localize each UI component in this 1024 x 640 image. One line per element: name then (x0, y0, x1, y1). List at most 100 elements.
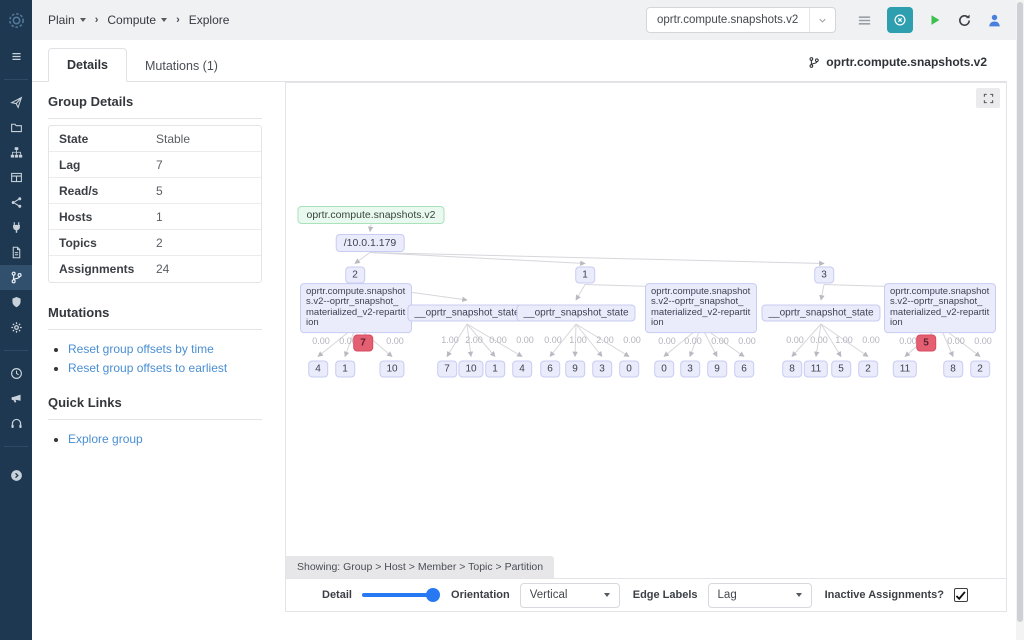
tree-node-topic-t5[interactable]: __oprtr_snapshot_state (761, 304, 881, 322)
tree-node-topic-wide-t4[interactable]: oprtr.compute.snapshots.v2--oprtr_snapsh… (645, 283, 757, 333)
tree-node-partition-pa2[interactable]: 1 (335, 360, 355, 378)
edge-labels-select[interactable]: Lag (707, 582, 812, 608)
tree-node-partition-pe3[interactable]: 5 (831, 360, 851, 378)
sidebar-item-gear[interactable] (0, 315, 32, 340)
edge-label: 1.00 (835, 335, 853, 346)
edge-label: 0.00 (544, 335, 562, 346)
tree-canvas[interactable]: oprtr.compute.snapshots.v2/10.0.1.179 2 1 3… (286, 83, 1006, 578)
tree-node-partition-pc3[interactable]: 3 (592, 360, 612, 378)
tab-mutations-1[interactable]: Mutations (1) (145, 59, 218, 73)
tree-node-partition-lag-pa3[interactable]: 7 (353, 334, 373, 352)
tree-node-partition-pf4[interactable]: 2 (970, 360, 990, 378)
cluster-select-value: oprtr.compute.snapshots.v2 (657, 14, 799, 26)
tree-node-partition-pa1[interactable]: 4 (308, 360, 328, 378)
sidebar-item-plug[interactable] (0, 215, 32, 240)
tree-node-partition-pe4[interactable]: 2 (858, 360, 878, 378)
folder-icon (10, 121, 23, 134)
play-icon[interactable] (928, 13, 942, 27)
tree-node-group-group[interactable]: oprtr.compute.snapshots.v2 (297, 206, 445, 224)
tree-node-partition-pb2[interactable]: 10 (458, 360, 484, 378)
edge-label: 0.00 (623, 335, 641, 346)
refresh-icon[interactable] (957, 13, 972, 28)
sidebar-item-headphones[interactable] (0, 411, 32, 436)
sidebar-item-clock[interactable] (0, 361, 32, 386)
tree-node-partition-pd3[interactable]: 9 (707, 360, 727, 378)
tree-node-partition-pf3[interactable]: 8 (943, 360, 963, 378)
tree-node-host-host[interactable]: /10.0.1.179 (335, 234, 405, 252)
tree-node-topic-wide-t6[interactable]: oprtr.compute.snapshots.v2--oprtr_snapsh… (884, 283, 996, 333)
tree-node-partition-pd4[interactable]: 6 (734, 360, 754, 378)
sidebar-item-chevron-circle-right[interactable] (0, 463, 32, 488)
sidebar-item-folder[interactable] (0, 115, 32, 140)
fullscreen-button[interactable] (976, 88, 1000, 108)
chevron-circle-right-icon (10, 469, 23, 482)
tree-node-partition-pb4[interactable]: 4 (512, 360, 532, 378)
sidebar-item-sitemap[interactable] (0, 140, 32, 165)
cluster-select[interactable]: oprtr.compute.snapshots.v2 (646, 7, 836, 33)
list-icon[interactable] (857, 13, 872, 28)
tab-details[interactable]: Details (48, 48, 127, 82)
tree-node-partition-pb3[interactable]: 1 (485, 360, 505, 378)
tree-node-partition-pe1[interactable]: 8 (782, 360, 802, 378)
explorer-panel: oprtr.compute.snapshots.v2/10.0.1.179 2 1 3… (285, 82, 1007, 612)
inactive-assignments-checkbox[interactable] (953, 588, 968, 602)
git-branch-icon (10, 271, 23, 284)
orientation-select[interactable]: Vertical (519, 582, 620, 608)
app-logo[interactable] (0, 0, 32, 40)
group-details-heading: Group Details (48, 94, 262, 119)
user-icon[interactable] (987, 13, 1002, 28)
tree-node-partition-lag-pf2[interactable]: 5 (916, 334, 936, 352)
tree-node-partition-pc1[interactable]: 6 (540, 360, 560, 378)
sidebar-item-file[interactable] (0, 240, 32, 265)
tree-node-member-m3[interactable]: 3 (814, 266, 834, 284)
edge-label: 1.00 (441, 335, 459, 346)
sidebar-item-send[interactable] (0, 90, 32, 115)
quick-links: Explore group (68, 432, 262, 446)
tab-context: oprtr.compute.snapshots.v2 (808, 55, 987, 81)
tree-node-partition-pd1[interactable]: 0 (654, 360, 674, 378)
tree-node-partition-pb1[interactable]: 7 (437, 360, 457, 378)
breadcrumb-item-compute[interactable]: Compute (107, 13, 168, 27)
breadcrumb-item-plain[interactable]: Plain (48, 13, 86, 27)
tree-node-topic-t2[interactable]: __oprtr_snapshot_state (407, 304, 527, 322)
slider-thumb[interactable] (425, 588, 440, 602)
scrollbar[interactable] (1016, 0, 1024, 640)
tab-bar: Details Mutations (1) oprtr.compute.snaps… (32, 40, 1007, 82)
caret-down-icon (795, 593, 802, 597)
sidebar-item-git-branch[interactable] (0, 265, 32, 290)
mutation-link[interactable]: Reset group offsets to earliest (68, 361, 228, 375)
quick-link[interactable]: Explore group (68, 432, 143, 446)
sidebar-item-shield[interactable] (0, 290, 32, 315)
tree-node-partition-pe2[interactable]: 11 (803, 360, 829, 378)
edge-label: 2.00 (596, 335, 614, 346)
fullscreen-icon (983, 93, 994, 104)
controls-row: Detail Orientation Vertical Edge Labels (286, 578, 1006, 611)
edge-label: 0.00 (489, 335, 507, 346)
mutation-link[interactable]: Reset group offsets by time (68, 342, 214, 356)
tree-node-partition-pa4[interactable]: 10 (379, 360, 405, 378)
tree-node-topic-wide-t1[interactable]: oprtr.compute.snapshots.v2--oprtr_snapsh… (300, 283, 412, 333)
edge-label: 0.00 (738, 336, 756, 347)
tree-node-topic-t3[interactable]: __oprtr_snapshot_state (516, 304, 636, 322)
tree-node-member-m2[interactable]: 2 (345, 266, 365, 284)
tree-node-partition-pd2[interactable]: 3 (680, 360, 700, 378)
edge-labels-control: Edge Labels Lag (633, 582, 812, 608)
list-item: Reset group offsets by time (68, 342, 262, 356)
stop-consumer-button[interactable] (887, 7, 913, 33)
row-label: Topics (59, 235, 97, 250)
tree-node-partition-pc2[interactable]: 9 (565, 360, 585, 378)
sidebar-item-share[interactable] (0, 190, 32, 215)
sidebar-item-megaphone[interactable] (0, 386, 32, 411)
check-icon (954, 589, 967, 602)
breadcrumb-item-explore[interactable]: Explore (189, 13, 230, 27)
sidebar-item-table[interactable] (0, 165, 32, 190)
logo-gear-icon (7, 11, 26, 30)
detail-slider[interactable] (361, 588, 440, 602)
tree-node-partition-pf1[interactable]: 11 (892, 360, 918, 378)
sidebar-item-menu[interactable] (0, 44, 32, 69)
tree-node-member-m1[interactable]: 1 (575, 266, 595, 284)
scrollbar-thumb[interactable] (1017, 2, 1023, 622)
tree-node-partition-pc4[interactable]: 0 (619, 360, 639, 378)
